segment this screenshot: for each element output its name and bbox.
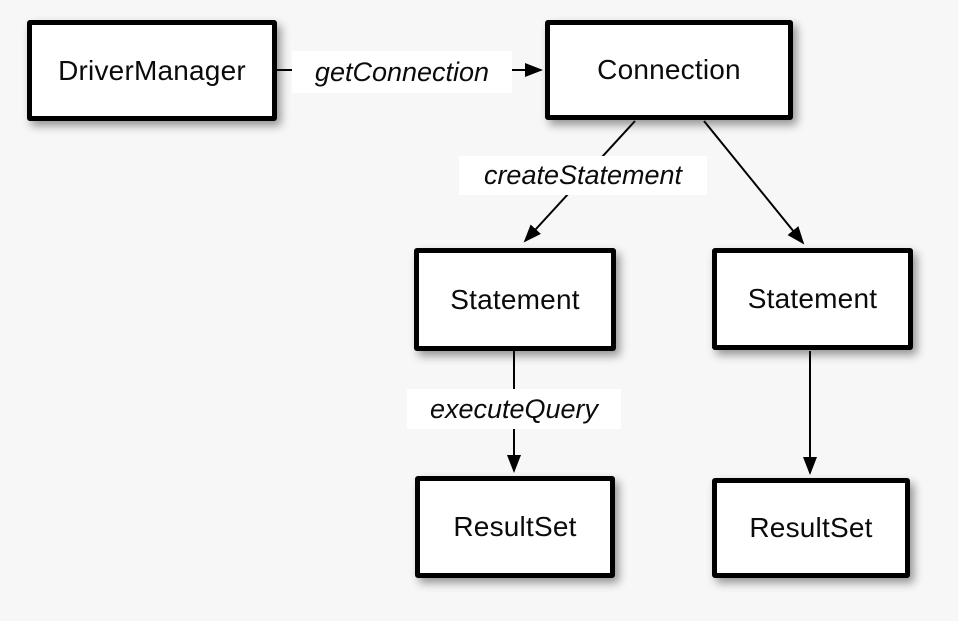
node-statement-left: Statement xyxy=(414,248,616,351)
node-drivermanager: DriverManager xyxy=(27,20,277,121)
edge-label-createstatement: createStatement xyxy=(459,156,707,195)
node-resultset-right: ResultSet xyxy=(712,478,910,578)
node-connection: Connection xyxy=(545,20,793,120)
edge-connection-statement2-line xyxy=(703,120,805,245)
node-resultset-left: ResultSet xyxy=(415,476,615,578)
edge-label-executequery: executeQuery xyxy=(407,389,621,429)
node-statement-right: Statement xyxy=(712,248,913,350)
edge-label-getconnection: getConnection xyxy=(292,51,512,93)
